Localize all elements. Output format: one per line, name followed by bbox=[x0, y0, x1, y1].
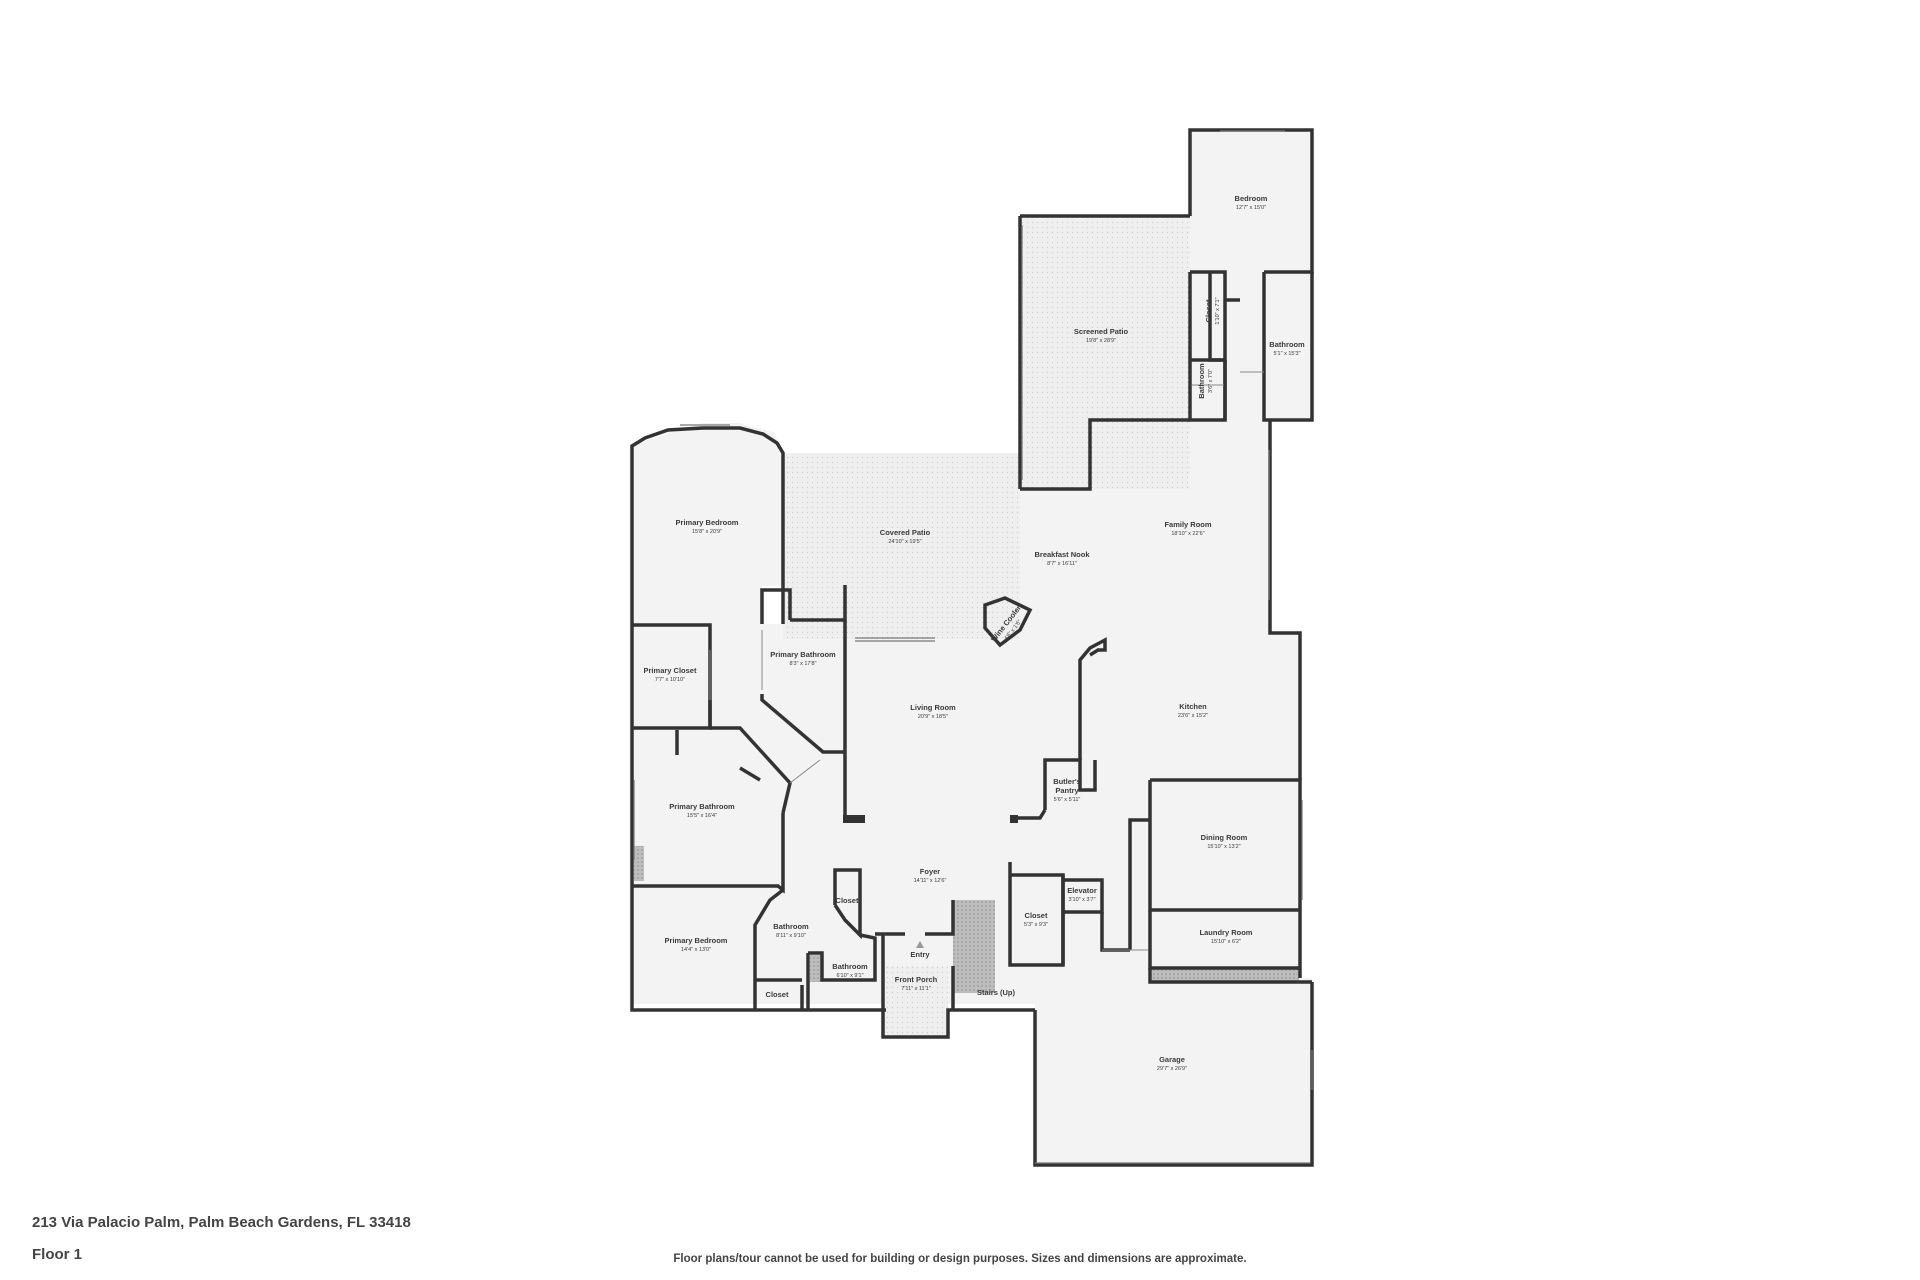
room-family-room: Family Room bbox=[1164, 520, 1211, 529]
screened-patio-area bbox=[1020, 216, 1190, 489]
svg-text:7'11" x 11'1": 7'11" x 11'1" bbox=[901, 986, 930, 992]
room-entry: Entry bbox=[910, 950, 930, 959]
room-closet-foyer: Closet bbox=[1025, 911, 1048, 920]
svg-text:3'6" x 7'0": 3'6" x 7'0" bbox=[1208, 369, 1214, 393]
room-closet-upper: Closet bbox=[1204, 299, 1213, 322]
room-laundry-room: Laundry Room bbox=[1200, 928, 1253, 937]
svg-text:24'10" x 19'5": 24'10" x 19'5" bbox=[888, 539, 921, 545]
room-labels: Bedroom 12'7" x 15'0" Closet 1'10" x 7'1… bbox=[644, 194, 1306, 1072]
room-dining-room: Dining Room bbox=[1201, 833, 1248, 842]
room-bathroom-lower-left: Bathroom bbox=[773, 922, 809, 931]
property-address: 213 Via Palacio Palm, Palm Beach Gardens… bbox=[32, 1214, 411, 1231]
svg-text:8'3" x 17'8": 8'3" x 17'8" bbox=[789, 661, 816, 667]
room-kitchen: Kitchen bbox=[1179, 702, 1207, 711]
svg-text:23'6" x 15'2": 23'6" x 15'2" bbox=[1178, 713, 1208, 719]
svg-text:5'3" x 9'3": 5'3" x 9'3" bbox=[1024, 922, 1048, 928]
svg-text:18'10" x 22'6": 18'10" x 22'6" bbox=[1171, 531, 1204, 537]
entry-arrow-icon bbox=[916, 941, 924, 948]
room-primary-bathroom-mid: Primary Bathroom bbox=[770, 650, 836, 659]
svg-text:15'10" x 6'2": 15'10" x 6'2" bbox=[1211, 939, 1241, 945]
doors bbox=[709, 371, 1264, 951]
room-primary-closet: Primary Closet bbox=[644, 666, 697, 675]
svg-text:5'6" x 5'11": 5'6" x 5'11" bbox=[1054, 797, 1081, 803]
svg-text:Pantry: Pantry bbox=[1055, 786, 1079, 795]
disclaimer-note: Floor plans/tour cannot be used for buil… bbox=[673, 1253, 1247, 1265]
room-covered-patio: Covered Patio bbox=[880, 528, 931, 537]
svg-text:15'5" x 16'4": 15'5" x 16'4" bbox=[687, 813, 717, 819]
room-bedroom-upper: Bedroom bbox=[1235, 194, 1268, 203]
bath-lower-counter bbox=[810, 955, 822, 982]
svg-text:15'10" x 13'2": 15'10" x 13'2" bbox=[1207, 844, 1240, 850]
room-garage: Garage bbox=[1159, 1055, 1185, 1064]
room-primary-bathroom-lower: Primary Bathroom bbox=[669, 802, 735, 811]
primary-bath-counter bbox=[634, 846, 644, 881]
svg-text:14'4" x 13'0": 14'4" x 13'0" bbox=[681, 947, 711, 953]
room-stairs: Stairs (Up) bbox=[977, 988, 1015, 997]
svg-text:29'7" x 26'9": 29'7" x 26'9" bbox=[1157, 1066, 1187, 1072]
svg-text:8'7" x 16'11": 8'7" x 16'11" bbox=[1047, 561, 1077, 567]
room-primary-bedroom-top: Primary Bedroom bbox=[676, 518, 739, 527]
svg-text:15'8" x 20'9": 15'8" x 20'9" bbox=[692, 529, 722, 535]
room-butlers-pantry: Butler's bbox=[1053, 777, 1081, 786]
room-bathroom-upper-right: Bathroom bbox=[1269, 340, 1305, 349]
svg-text:19'8" x 28'9": 19'8" x 28'9" bbox=[1086, 338, 1116, 344]
room-front-porch: Front Porch bbox=[895, 975, 938, 984]
room-closet-bottom: Closet bbox=[766, 990, 789, 999]
svg-text:6'10" x 9'1": 6'10" x 9'1" bbox=[836, 973, 863, 979]
svg-text:14'11" x 12'6": 14'11" x 12'6" bbox=[914, 878, 947, 884]
floor-label: Floor 1 bbox=[32, 1246, 83, 1263]
svg-text:7'7" x 10'10": 7'7" x 10'10" bbox=[655, 677, 685, 683]
room-breakfast-nook: Breakfast Nook bbox=[1034, 550, 1090, 559]
stairs-area bbox=[953, 900, 995, 993]
svg-text:12'7" x 15'0": 12'7" x 15'0" bbox=[1236, 205, 1266, 211]
svg-text:1'10" x 7'1": 1'10" x 7'1" bbox=[1215, 297, 1221, 324]
front-porch-area bbox=[884, 966, 948, 1037]
windows bbox=[633, 130, 1313, 1164]
room-primary-bedroom-lower: Primary Bedroom bbox=[665, 936, 728, 945]
room-screened-patio: Screened Patio bbox=[1074, 327, 1129, 336]
svg-text:20'9" x 18'5": 20'9" x 18'5" bbox=[918, 714, 948, 720]
svg-text:3'10" x 3'7": 3'10" x 3'7" bbox=[1068, 897, 1095, 903]
room-bathroom-small-upper: Bathroom bbox=[1197, 363, 1206, 399]
room-elevator: Elevator bbox=[1067, 886, 1097, 895]
covered-patio-area bbox=[783, 453, 1020, 639]
room-living-room: Living Room bbox=[910, 703, 956, 712]
svg-text:8'11" x 9'10": 8'11" x 9'10" bbox=[776, 933, 806, 939]
room-bathroom-lower-right: Bathroom bbox=[832, 962, 868, 971]
room-foyer: Foyer bbox=[920, 867, 941, 876]
laundry-counter bbox=[1152, 968, 1299, 982]
room-closet-small: Closet bbox=[836, 896, 859, 905]
svg-text:5'1" x 15'3": 5'1" x 15'3" bbox=[1273, 351, 1300, 357]
